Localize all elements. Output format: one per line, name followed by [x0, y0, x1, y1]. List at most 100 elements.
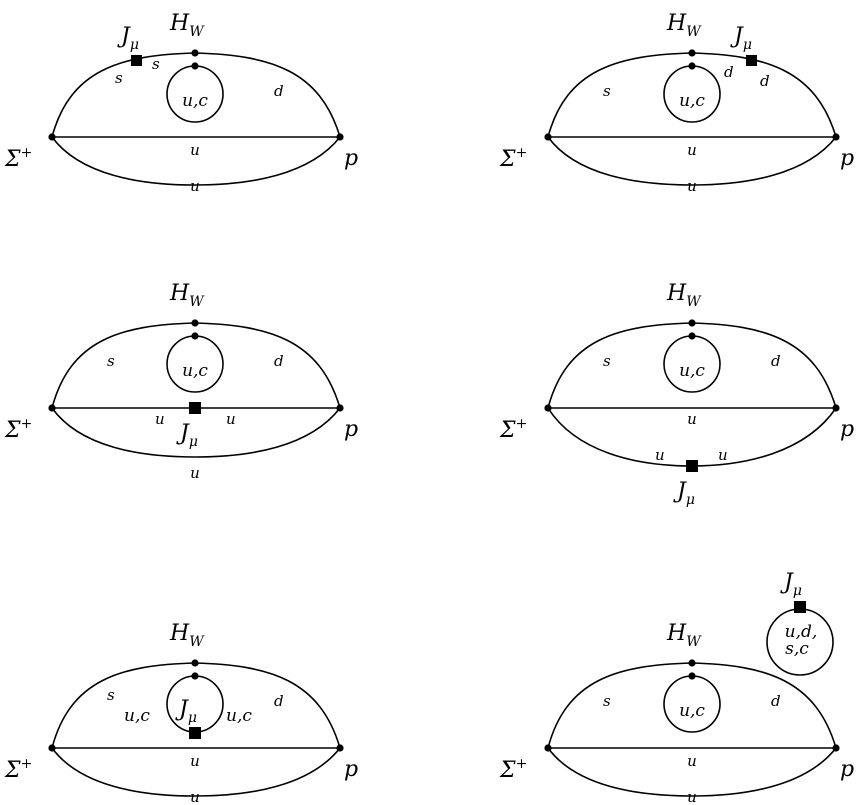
weak-vertex	[688, 49, 696, 57]
lower-quark-arc	[51, 136, 341, 186]
proton-label: p	[840, 757, 854, 782]
sigma-vertex	[544, 404, 552, 412]
middle-label: u	[190, 752, 200, 770]
flavor-label-left: d	[724, 63, 734, 81]
flavor-label-right: u,c	[226, 706, 252, 726]
arc-label-right: d	[274, 692, 284, 710]
weak-hamiltonian-label: HW	[666, 621, 702, 650]
loop-vertex	[688, 672, 696, 680]
bottom-label: u	[190, 177, 200, 195]
proton-vertex	[832, 133, 840, 141]
lower-quark-arc	[547, 747, 837, 797]
weak-vertex	[191, 659, 199, 667]
arc-label-left: s	[603, 692, 611, 710]
current-insertion	[131, 55, 142, 66]
weak-vertex	[688, 319, 696, 327]
current-insertion	[189, 727, 201, 739]
arc-label-right: d	[274, 82, 284, 100]
current-label: Jμ	[673, 479, 695, 508]
sigma-plus-label: Σ+	[4, 756, 32, 783]
arc-label-left: s	[107, 352, 115, 370]
diagram-6: HW s d u,c u u Jμ u,d, s,c Σ+ p	[499, 570, 854, 805]
current-label: Jμ	[780, 570, 802, 599]
flavor-label-right: s	[152, 55, 160, 73]
current-insertion	[746, 55, 757, 66]
loop-vertex	[688, 332, 696, 340]
lower-quark-arc	[547, 136, 837, 186]
proton-vertex	[336, 404, 344, 412]
loop-label: u,c	[679, 91, 705, 111]
arc-label-right: d	[274, 352, 284, 370]
proton-vertex	[832, 744, 840, 752]
current-label: Jμ	[730, 24, 752, 53]
flavor-label-left: u	[155, 410, 165, 428]
current-insertion	[686, 460, 698, 472]
proton-vertex	[336, 133, 344, 141]
proton-label: p	[840, 417, 854, 442]
arc-label-left: s	[603, 352, 611, 370]
sigma-vertex	[544, 744, 552, 752]
sigma-vertex	[48, 404, 56, 412]
weak-vertex	[191, 319, 199, 327]
proton-label: p	[344, 417, 358, 442]
arc-label-right: d	[771, 692, 781, 710]
flavor-label-left: u	[655, 446, 665, 464]
sigma-plus-label: Σ+	[499, 145, 527, 172]
proton-label: p	[344, 757, 358, 782]
diagram-5: HW s d u,c u,c Jμ u u Σ+ p	[4, 621, 358, 805]
current-insertion	[794, 601, 806, 613]
diagram-1: Jμ HW s s d u,c u u Σ+ p	[4, 11, 358, 195]
current-label: Jμ	[117, 24, 139, 53]
loop-label: u,c	[679, 701, 705, 721]
flavor-label-left: u,c	[124, 706, 150, 726]
proton-vertex	[832, 404, 840, 412]
sigma-plus-label: Σ+	[4, 145, 32, 172]
weak-hamiltonian-label: HW	[169, 11, 205, 40]
bottom-label: u	[190, 464, 200, 482]
bottom-label: u	[687, 788, 697, 805]
sigma-vertex	[48, 744, 56, 752]
current-label: Jμ	[175, 697, 197, 726]
loop-label: u,c	[182, 361, 208, 381]
middle-label: u	[687, 752, 697, 770]
sigma-vertex	[544, 133, 552, 141]
loop-vertex	[191, 62, 199, 70]
loop-vertex	[191, 332, 199, 340]
current-label: Jμ	[176, 421, 198, 450]
diagram-3: HW s d u,c u u Jμ u Σ+ p	[4, 281, 358, 482]
sigma-vertex	[48, 133, 56, 141]
sigma-plus-label: Σ+	[4, 416, 32, 443]
proton-vertex	[336, 744, 344, 752]
flavor-label-right: d	[760, 72, 770, 90]
loop-vertex	[191, 672, 199, 680]
loop-label: u,c	[679, 361, 705, 381]
proton-label: p	[840, 146, 854, 171]
flavor-label-right: u	[718, 446, 728, 464]
flavor-label-right: u	[226, 410, 236, 428]
weak-hamiltonian-label: HW	[169, 281, 205, 310]
weak-hamiltonian-label: HW	[666, 11, 702, 40]
middle-label: u	[687, 141, 697, 159]
weak-vertex	[688, 659, 696, 667]
weak-hamiltonian-label: HW	[169, 621, 205, 650]
current-insertion	[189, 402, 201, 414]
diagram-4: HW s d u,c u u u Jμ Σ+ p	[499, 281, 854, 508]
middle-label: u	[190, 141, 200, 159]
proton-label: p	[344, 146, 358, 171]
bottom-label: u	[190, 788, 200, 805]
loop-vertex	[688, 62, 696, 70]
disconnected-loop-label-1: u,d,	[785, 622, 818, 642]
sigma-plus-label: Σ+	[499, 756, 527, 783]
weak-vertex	[191, 49, 199, 57]
lower-quark-arc	[51, 747, 341, 797]
weak-hamiltonian-label: HW	[666, 281, 702, 310]
sigma-plus-label: Σ+	[499, 416, 527, 443]
arc-label-left: s	[107, 686, 115, 704]
flavor-label-left: s	[115, 69, 123, 87]
arc-label-left: s	[603, 82, 611, 100]
arc-label-right: d	[771, 352, 781, 370]
bottom-label: u	[687, 177, 697, 195]
loop-label: u,c	[182, 91, 208, 111]
disconnected-loop-label-2: s,c	[785, 639, 809, 659]
